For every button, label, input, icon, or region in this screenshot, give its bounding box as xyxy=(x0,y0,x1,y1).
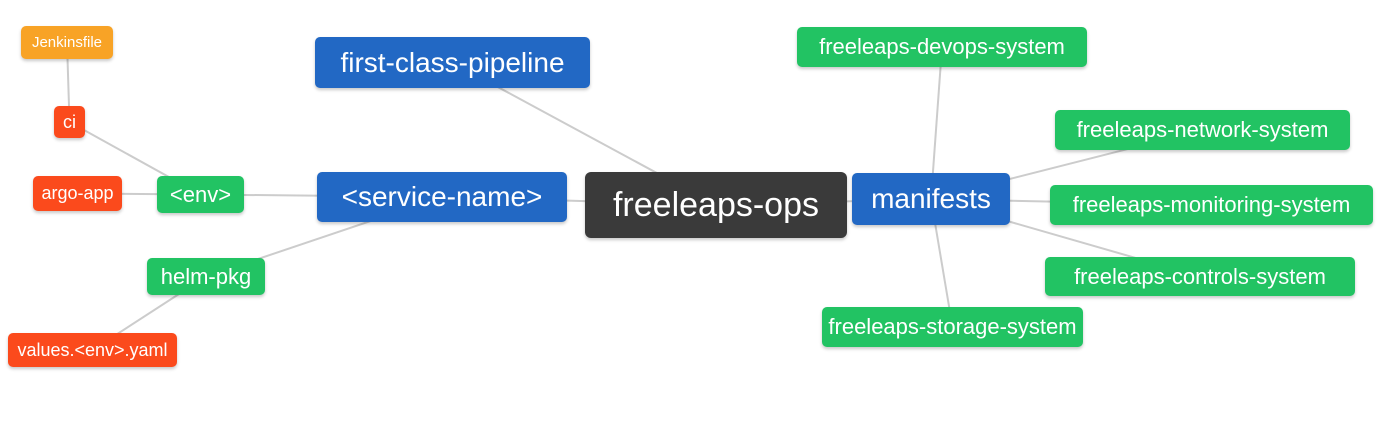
node-freeleaps-storage-system[interactable]: freeleaps-storage-system xyxy=(822,307,1083,347)
node-argo-app[interactable]: argo-app xyxy=(33,176,122,211)
node-helm-pkg[interactable]: helm-pkg xyxy=(147,258,265,295)
node-jenkinsfile[interactable]: Jenkinsfile xyxy=(21,26,113,59)
node-manifests[interactable]: manifests xyxy=(852,173,1010,225)
node-freeleaps-devops-system[interactable]: freeleaps-devops-system xyxy=(797,27,1087,67)
node-first-class-pipeline[interactable]: first-class-pipeline xyxy=(315,37,590,88)
node-env[interactable]: <env> xyxy=(157,176,244,213)
node-values-env-yaml[interactable]: values.<env>.yaml xyxy=(8,333,177,367)
node-ci[interactable]: ci xyxy=(54,106,85,138)
node-freeleaps-monitoring-system[interactable]: freeleaps-monitoring-system xyxy=(1050,185,1373,225)
node-service-name[interactable]: <service-name> xyxy=(317,172,567,222)
node-freeleaps-controls-system[interactable]: freeleaps-controls-system xyxy=(1045,257,1355,296)
node-freeleaps-network-system[interactable]: freeleaps-network-system xyxy=(1055,110,1350,150)
node-freeleaps-ops-root[interactable]: freeleaps-ops xyxy=(585,172,847,238)
